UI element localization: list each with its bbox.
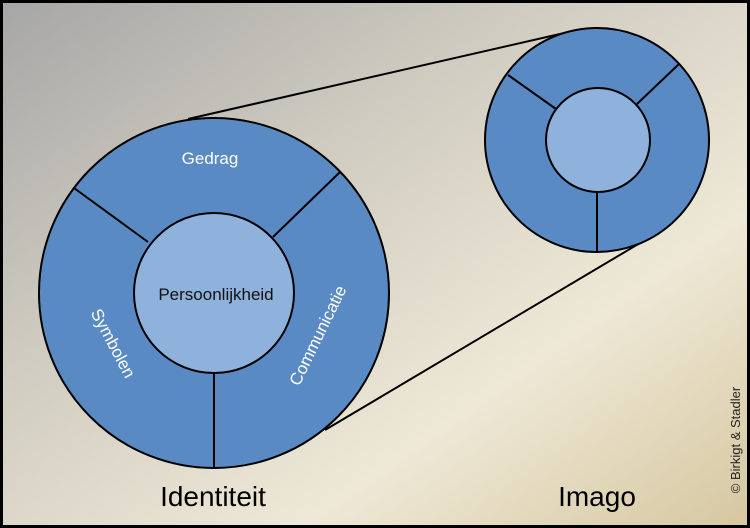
image-divider-right (636, 63, 680, 105)
segment-label-gedrag: Gedrag (182, 149, 239, 168)
caption-identiteit: Identiteit (160, 481, 266, 512)
copyright-notice: © Birkigt & Stadler (728, 386, 743, 493)
image-circle (484, 27, 710, 253)
image-divider-left (507, 74, 557, 110)
identity-core (133, 212, 295, 374)
core-label-persoonlijkheid: Persoonlijkheid (158, 285, 273, 304)
identity-circle: Gedrag Communicatie Symbolen Persoonlijk… (38, 117, 390, 469)
lower-connector-line (324, 242, 641, 431)
identity-divider-left (73, 187, 149, 243)
identity-divider-right (272, 171, 341, 238)
upper-connector-line (187, 30, 574, 120)
image-core (545, 87, 651, 193)
caption-imago: Imago (558, 481, 636, 512)
